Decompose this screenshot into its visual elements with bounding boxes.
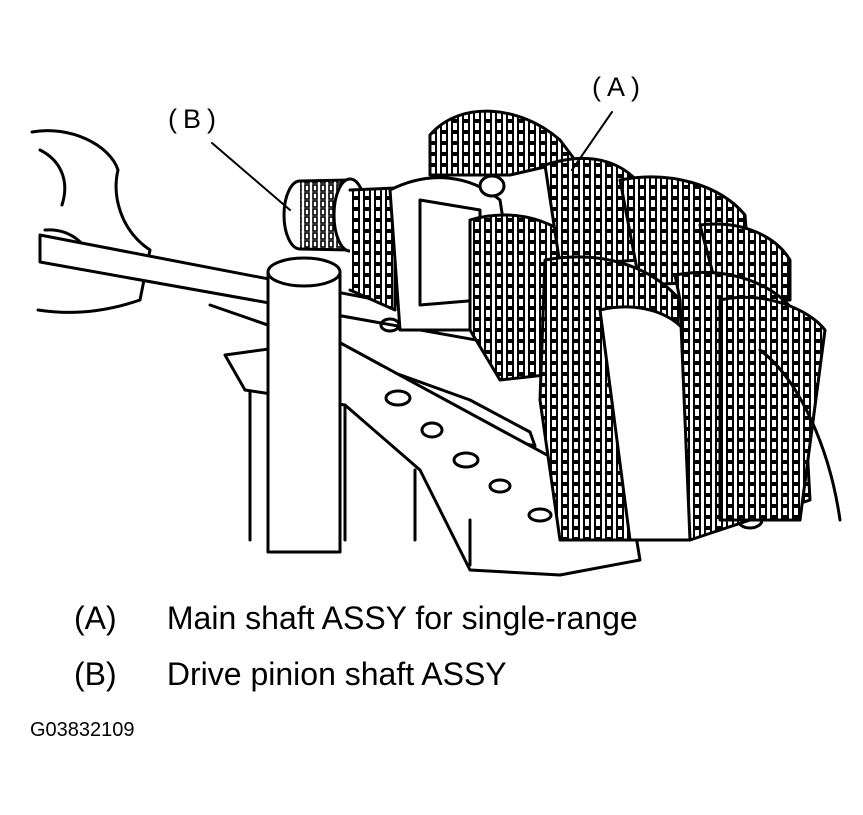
- leader-line-a: [571, 111, 613, 171]
- hand: [30, 129, 152, 314]
- legend-text: Main shaft ASSY for single-range: [166, 600, 638, 636]
- legend-item-b: (B) Drive pinion shaft ASSY: [74, 656, 507, 693]
- leader-line-b: [211, 142, 291, 211]
- callout-a: (A): [592, 72, 646, 102]
- legend-key: (A): [74, 600, 117, 636]
- legend-key: (B): [74, 656, 117, 692]
- drive-pinion-shaft: [282, 177, 397, 312]
- guide-rod: [266, 270, 342, 554]
- legend-item-a: (A) Main shaft ASSY for single-range: [74, 600, 638, 637]
- gear-cluster: [388, 109, 842, 542]
- figure-id: G03832109: [30, 719, 135, 741]
- callout-b: (B): [168, 104, 222, 134]
- transmission-illustration: [30, 109, 842, 577]
- legend-text: Drive pinion shaft ASSY: [166, 656, 507, 692]
